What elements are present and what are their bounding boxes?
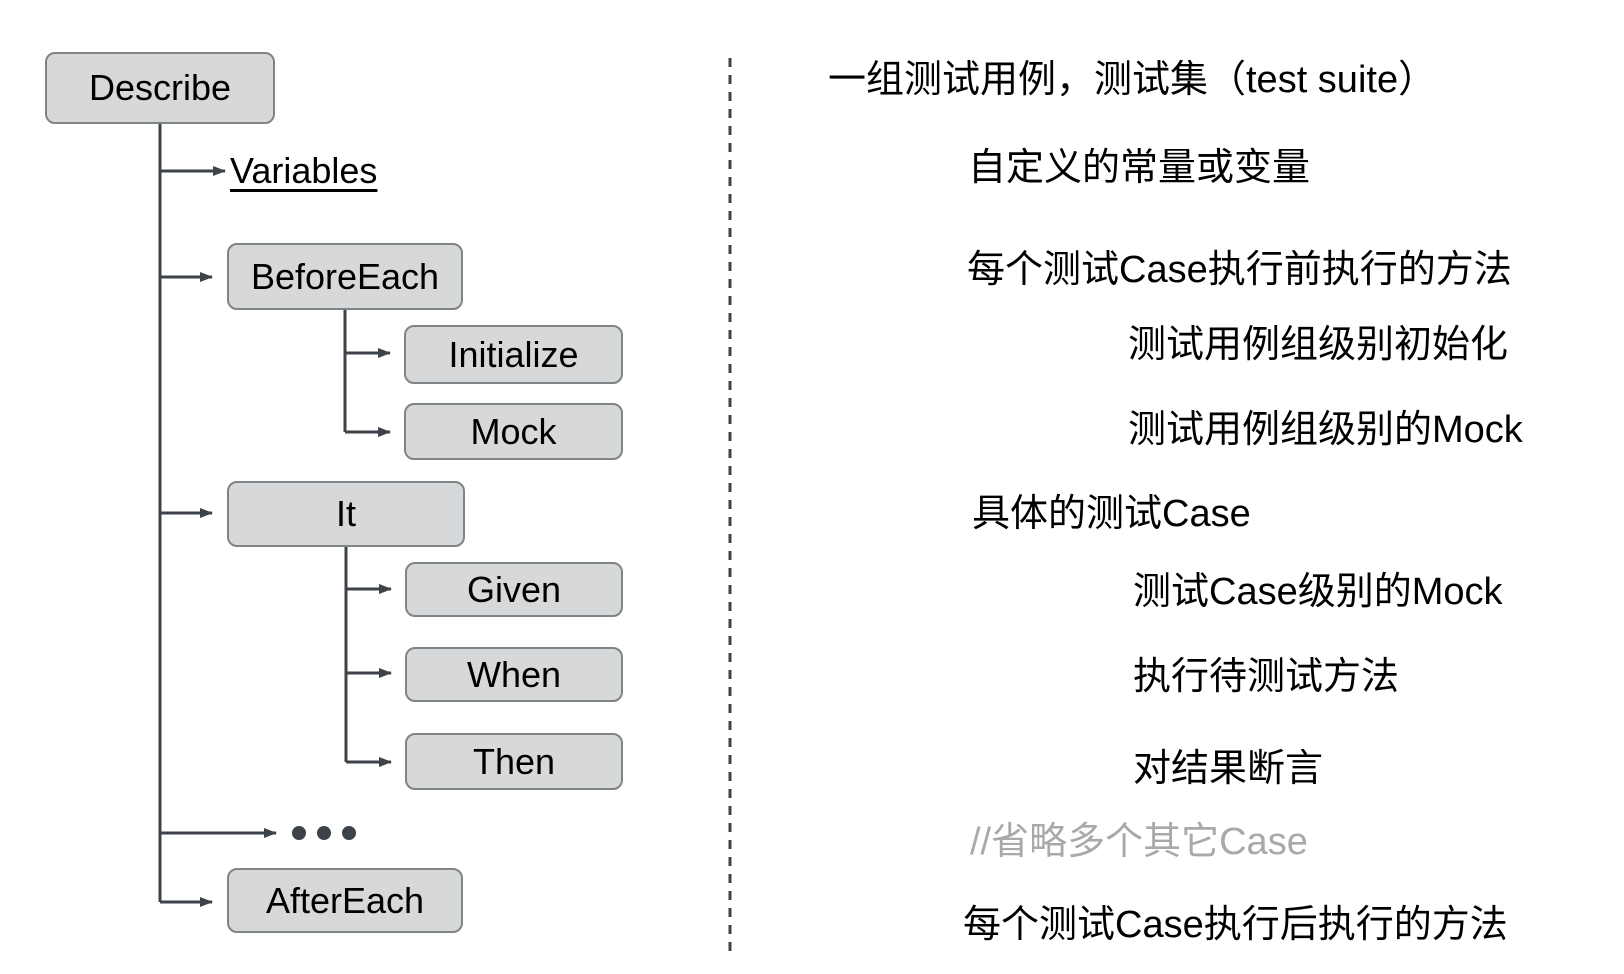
- node-describe-label: Describe: [88, 67, 232, 108]
- annotation-assert-result: 对结果断言: [1133, 748, 1324, 790]
- node-when: When: [405, 647, 623, 702]
- node-it-label: It: [335, 493, 356, 534]
- node-before-each-label: BeforeEach: [250, 255, 440, 297]
- annotation-exec-method: 执行待测试方法: [1133, 656, 1400, 698]
- node-after-each-label: AfterEach: [265, 879, 425, 921]
- annotation-it-case: 具体的测试Case: [972, 493, 1251, 535]
- annotation-before-each: 每个测试Case执行前执行的方法: [967, 249, 1512, 291]
- annotation-test-suite: 一组测试用例，测试集（test suite）: [828, 59, 1437, 101]
- ellipsis-dots: [292, 826, 356, 840]
- node-initialize-label: Initialize: [448, 333, 579, 375]
- node-given: Given: [405, 562, 623, 617]
- node-before-each: BeforeEach: [227, 243, 463, 310]
- annotation-omitted-cases: //省略多个其它Case: [970, 821, 1308, 863]
- annotation-variables: 自定义的常量或变量: [968, 147, 1311, 189]
- node-then: Then: [405, 733, 623, 790]
- node-variables: Variables: [230, 150, 378, 191]
- node-mock: Mock: [404, 403, 623, 460]
- annotation-initialize: 测试用例组级别初始化: [1128, 324, 1509, 366]
- node-initialize: Initialize: [404, 325, 623, 384]
- annotation-group-mock: 测试用例组级别的Mock: [1128, 409, 1523, 451]
- node-after-each: AfterEach: [227, 868, 463, 933]
- node-then-label: Then: [472, 740, 556, 782]
- node-when-label: When: [466, 653, 562, 695]
- node-given-label: Given: [466, 568, 562, 610]
- annotation-after-each: 每个测试Case执行后执行的方法: [963, 904, 1508, 946]
- node-describe: Describe: [45, 52, 275, 124]
- node-mock-label: Mock: [470, 410, 557, 452]
- annotation-case-mock: 测试Case级别的Mock: [1133, 571, 1503, 613]
- node-it: It: [227, 481, 465, 547]
